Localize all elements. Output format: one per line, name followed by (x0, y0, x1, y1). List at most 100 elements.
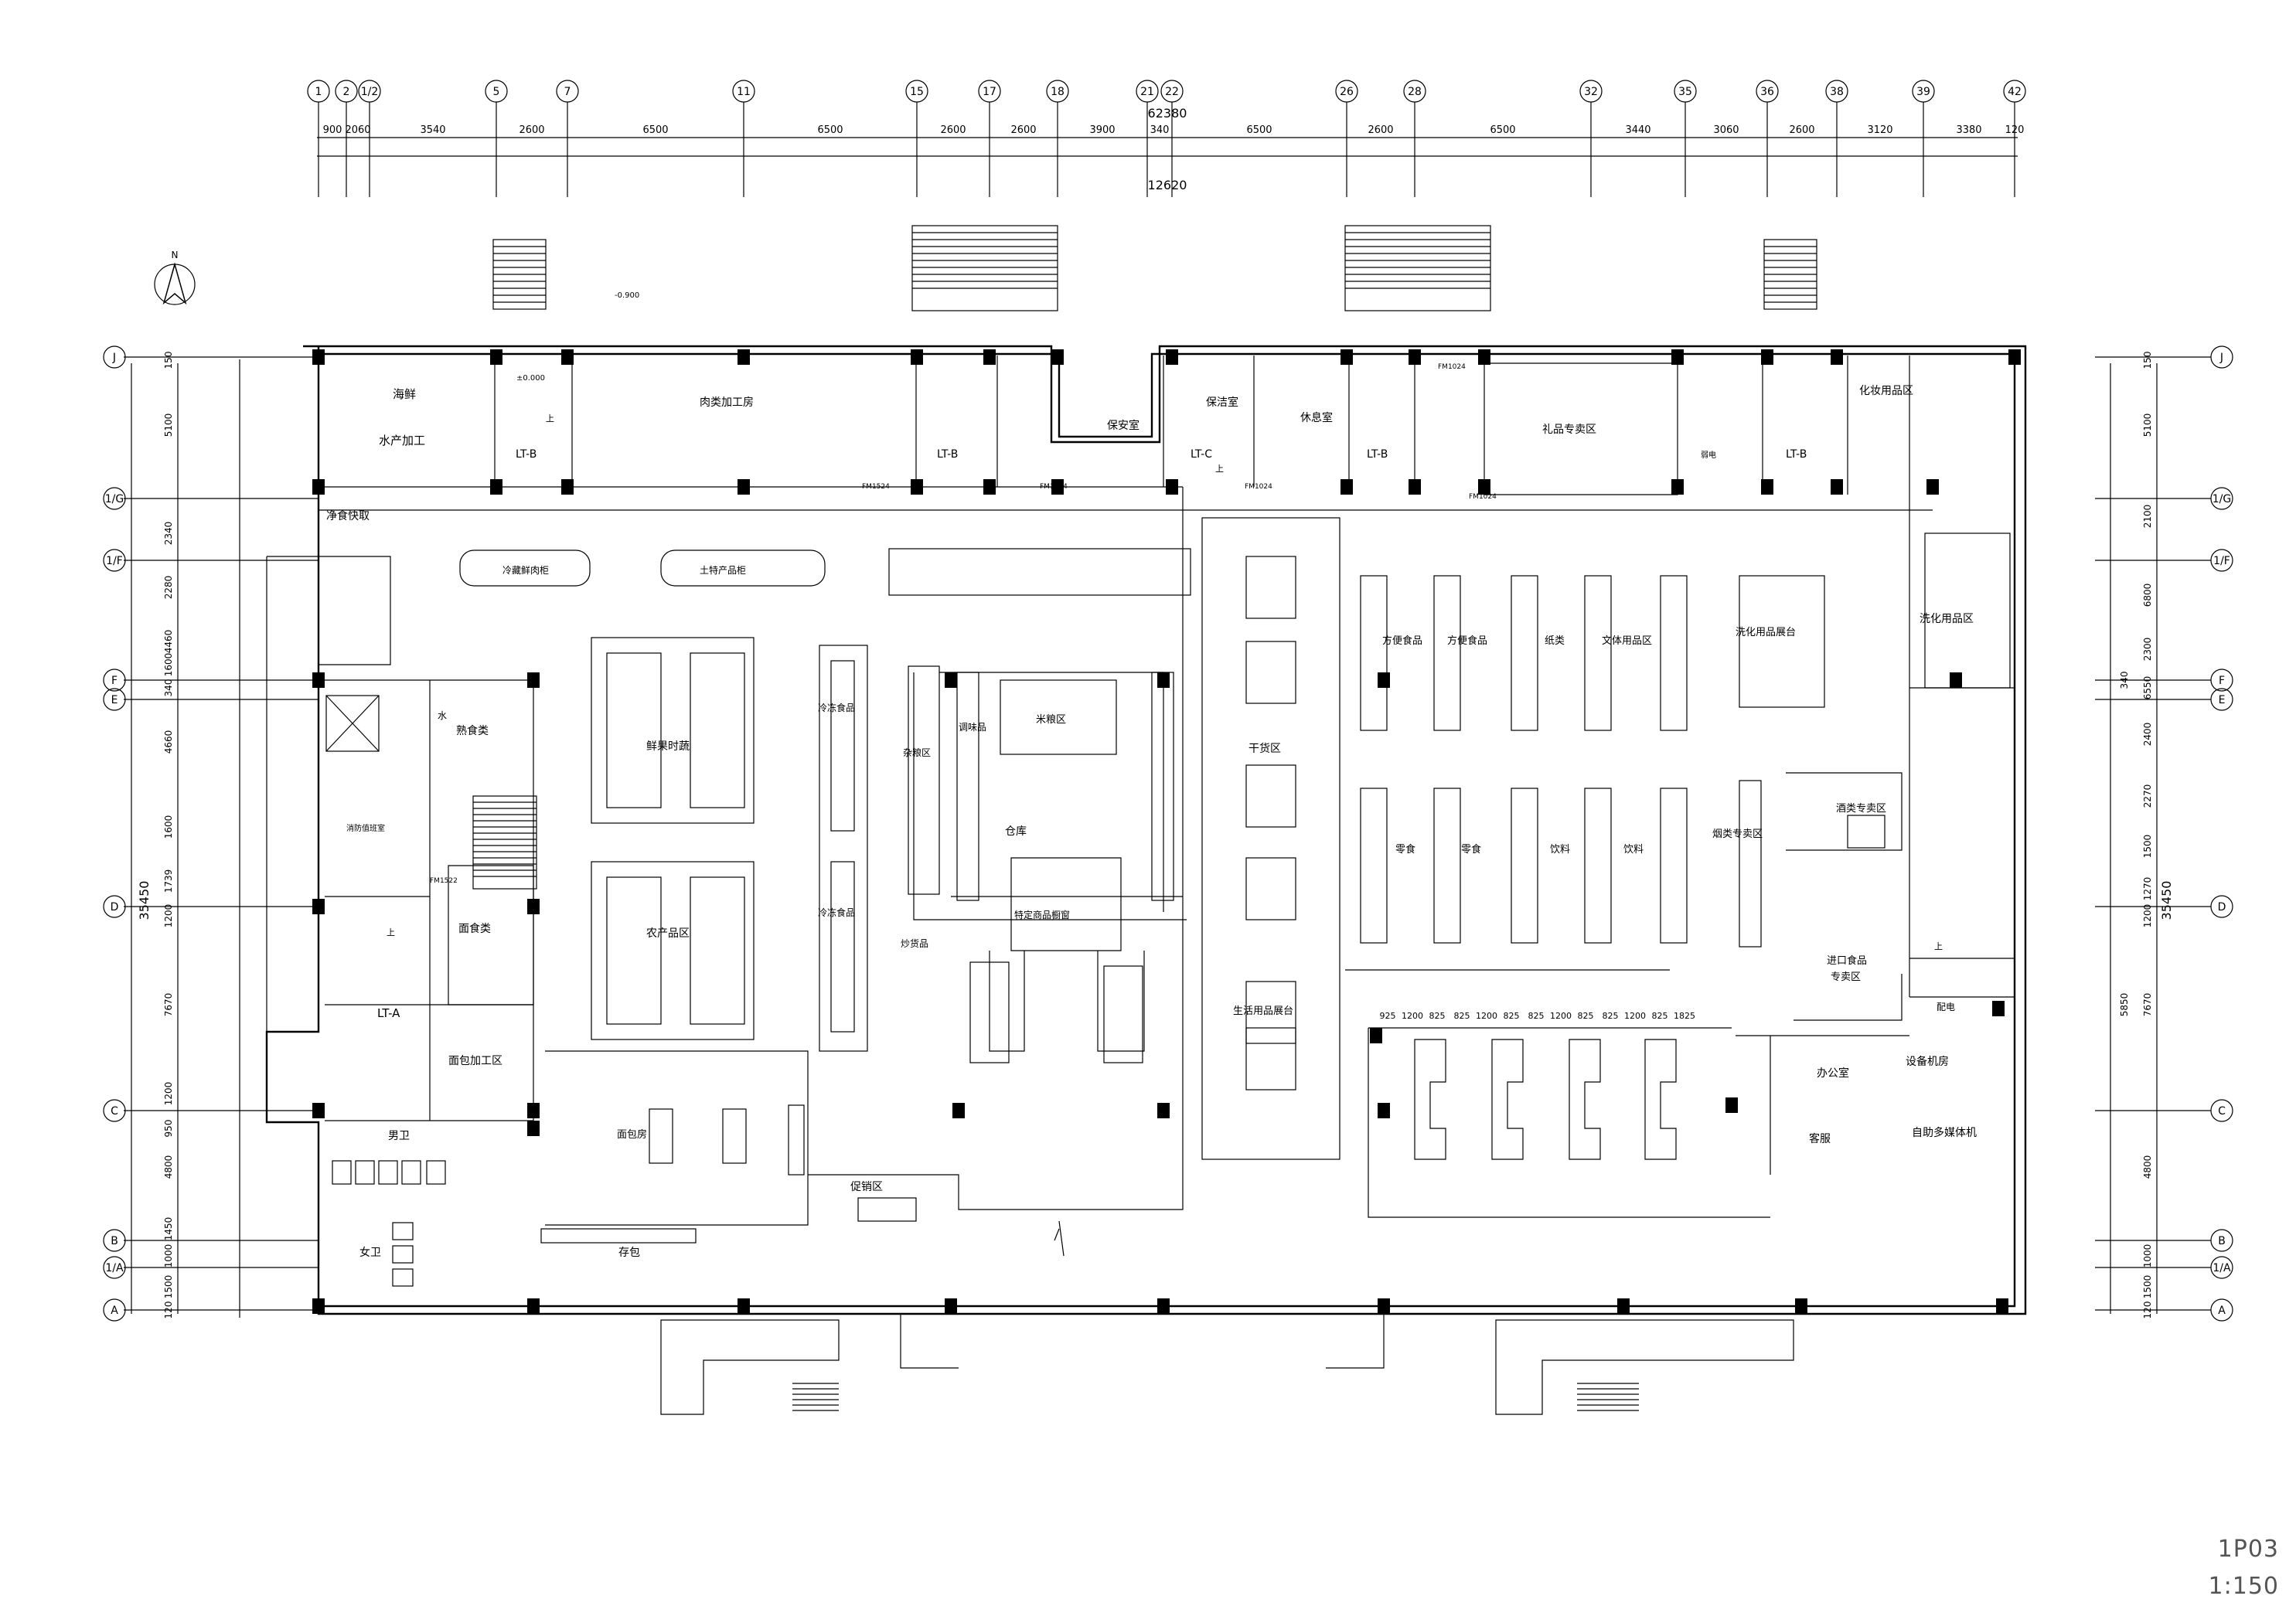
grid-label: 1/A (105, 1262, 124, 1274)
grid-label: 22 (1165, 86, 1179, 98)
dim-overall-bottom: 12620 (1148, 178, 1187, 192)
column (1157, 672, 1170, 688)
column (527, 1121, 540, 1136)
dim-right-span: 2300 (2142, 638, 2153, 662)
shelf-unit (1584, 788, 1612, 944)
column (1051, 479, 1064, 495)
room-tobacco: 烟类专卖区 (1712, 829, 1763, 840)
label-lt-b-2: LT-B (937, 448, 958, 461)
dim-top-span: 3060 (1713, 124, 1739, 136)
column (1950, 672, 1962, 688)
dim-checkout: 925 (1380, 1011, 1396, 1021)
dim-right-span: 2270 (2142, 784, 2153, 808)
grid-label: C (111, 1105, 118, 1118)
dim-checkout: 825 (1504, 1011, 1520, 1021)
dim-left-span: 120 (163, 1301, 174, 1319)
dim-left-span: 1600 (163, 815, 174, 839)
grid-label: 15 (910, 86, 924, 98)
grid-bubble-21 (1136, 80, 1159, 103)
column (1831, 349, 1843, 365)
dim-left-span: 4660 (163, 730, 174, 754)
dim-left-span: 4460 (163, 630, 174, 654)
grid-bubble-E (103, 688, 126, 711)
column (983, 479, 996, 495)
column (1478, 349, 1490, 365)
shelf-unit (1660, 575, 1688, 731)
dim-right-span: 5850 (2119, 993, 2130, 1017)
column (312, 1103, 325, 1118)
grid-bubble-B (103, 1229, 126, 1252)
label-lt-b-3: LT-B (1367, 448, 1388, 461)
sheet-scale: 1:150 (2208, 1573, 2279, 1600)
column (1761, 349, 1773, 365)
room-frozen-2: 冷冻食品 (818, 907, 855, 918)
grid-label: 18 (1051, 86, 1065, 98)
door-tag: FM1024 (1040, 483, 1068, 491)
dim-right-span: 340 (2119, 672, 2130, 689)
grid-label: 38 (1830, 86, 1844, 98)
dim-top-span: 2600 (1789, 124, 1814, 136)
grid-bubble-1/A (103, 1256, 126, 1279)
grid-label: 32 (1584, 86, 1598, 98)
dim-right-span: 1200 (2142, 904, 2153, 928)
label-lt-c: LT-C (1191, 448, 1212, 461)
shelf-unit (1433, 575, 1461, 731)
grid-bubble-F (103, 669, 126, 692)
dim-top-span: 6500 (1246, 124, 1272, 136)
shelf-unit (1847, 815, 1886, 849)
dim-left-span: 340 (163, 679, 174, 697)
display-case (1245, 556, 1296, 619)
dim-top-span: 3440 (1625, 124, 1650, 136)
grid-label: E (111, 694, 118, 706)
column (1378, 1103, 1390, 1118)
dim-left-span: 1200 (163, 1082, 174, 1106)
dim-left-span: 950 (163, 1120, 174, 1138)
dim-left-span: 4800 (163, 1155, 174, 1179)
label-level-0: ±0.000 (516, 374, 545, 383)
dim-top-span: 2060 (345, 124, 370, 136)
room-cooked: 熟食类 (456, 724, 489, 737)
room-daily-chem-display: 洗化用品展台 (1736, 627, 1796, 638)
dim-right-span: 6800 (2142, 584, 2153, 607)
grid-label: C (2218, 1105, 2226, 1118)
grid-label: 17 (983, 86, 996, 98)
grid-bubble-39 (1912, 80, 1935, 103)
room-pastry: 面食类 (458, 922, 491, 935)
label-level-neg: -0.900 (615, 291, 639, 300)
shelf-unit (1360, 788, 1388, 944)
grid-bubble-18 (1046, 80, 1069, 103)
grid-bubble-A (2210, 1298, 2233, 1322)
toilet-fixture (392, 1222, 414, 1240)
grid-bubble-17 (978, 80, 1001, 103)
room-cosmetics: 化妆用品区 (1859, 385, 1913, 397)
dim-top-span: 900 (323, 124, 342, 136)
grid-bubble-1 (307, 80, 330, 103)
dim-left-span: 1739 (163, 869, 174, 893)
grid-bubble-36 (1756, 80, 1779, 103)
column (1409, 349, 1421, 365)
room-drink-2: 饮料 (1623, 844, 1644, 856)
room-bakery: 面包房 (617, 1128, 647, 1141)
dim-overall-left: 35450 (137, 881, 152, 920)
grid-label: 1 (315, 86, 322, 98)
grid-bubble-1/F (2210, 549, 2233, 572)
grid-bubble-7 (556, 80, 579, 103)
grid-bubble-J (103, 345, 126, 369)
column (527, 672, 540, 688)
column (527, 1298, 540, 1314)
label-weak-current: 弱电 (1701, 450, 1716, 460)
dim-overall-top: 62380 (1148, 106, 1187, 121)
room-cleaning: 保洁室 (1206, 396, 1238, 409)
shelf-unit (1739, 575, 1825, 708)
dim-left-span: 1600 (163, 653, 174, 677)
room-bag-storage: 存包 (618, 1247, 640, 1259)
room-womens-wc: 女卫 (359, 1246, 381, 1259)
column (1370, 1028, 1382, 1043)
room-stationery: 文体用品区 (1602, 635, 1652, 647)
room-meat-processing: 肉类加工房 (700, 396, 754, 409)
dim-overall-right: 35450 (2159, 881, 2174, 920)
column (312, 349, 325, 365)
room-fire-control: 消防值班室 (346, 823, 385, 833)
exterior-walls (265, 345, 2027, 1315)
